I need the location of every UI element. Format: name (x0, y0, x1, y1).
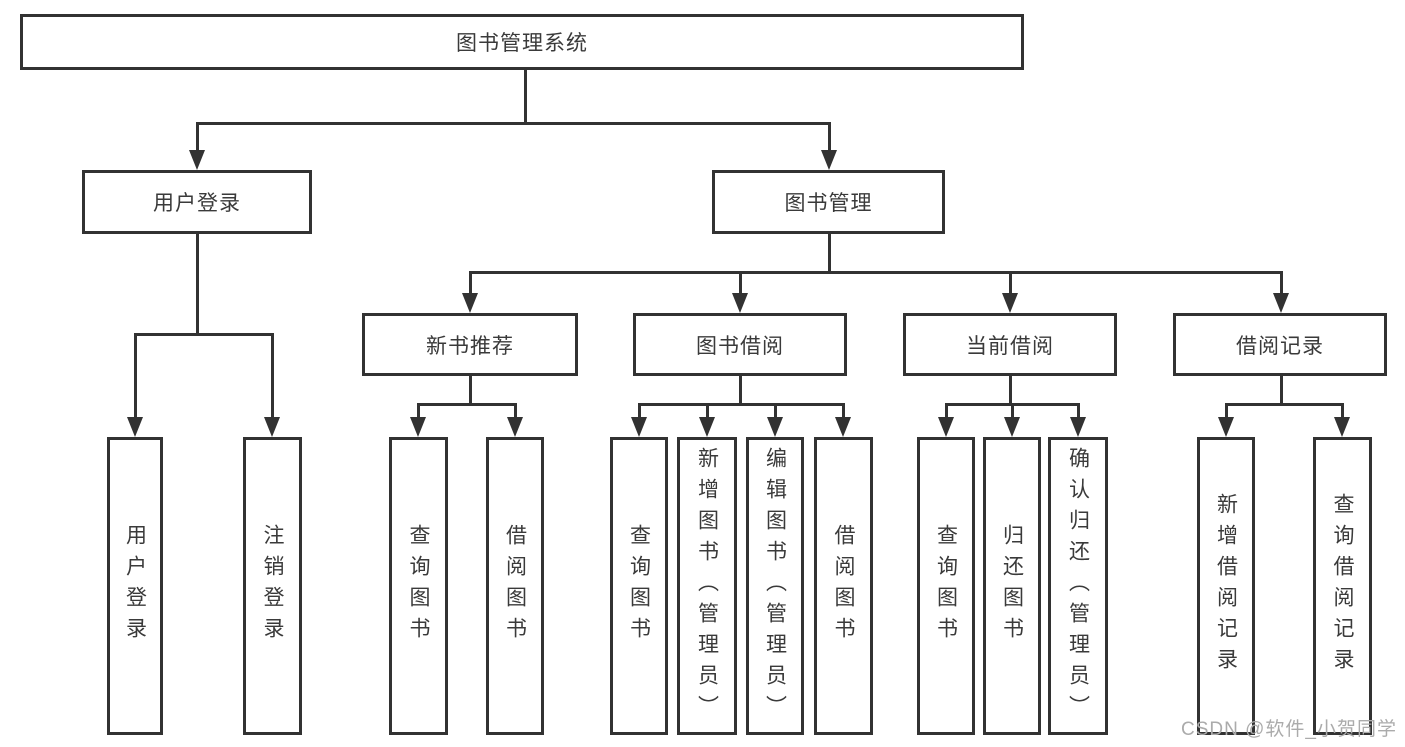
leaf-current-query-book: 查询图书 (917, 437, 975, 735)
leaf-current-return-book: 归还图书 (983, 437, 1041, 735)
leaf-user-login: 用户登录 (107, 437, 163, 735)
connector-line (196, 234, 199, 336)
connector-line (739, 271, 742, 295)
node-book-management-label: 图书管理 (784, 192, 873, 215)
arrow-down-icon (631, 417, 647, 437)
node-borrow-records-label: 借阅记录 (1236, 334, 1324, 358)
arrow-down-icon (127, 417, 143, 437)
leaf-borrowing-edit-book-admin-label: 编辑图书（管理员） (763, 446, 787, 726)
connector-line (828, 122, 831, 152)
arrow-down-icon (264, 417, 280, 437)
connector-line (1280, 271, 1283, 295)
node-root: 图书管理系统 (20, 14, 1024, 70)
connector-line (1225, 403, 1228, 419)
leaf-records-add-record-label: 新增借阅记录 (1214, 493, 1238, 679)
node-book-borrowing-label: 图书借阅 (696, 334, 784, 358)
arrow-down-icon (189, 150, 205, 170)
csdn-watermark: CSDN @软件_小贺同学 (1181, 719, 1397, 740)
connector-line (638, 403, 641, 419)
arrow-down-icon (1218, 417, 1234, 437)
connector-line (945, 403, 948, 419)
leaf-current-query-book-label: 查询图书 (934, 524, 958, 648)
arrow-down-icon (732, 293, 748, 313)
leaf-records-add-record: 新增借阅记录 (1197, 437, 1255, 735)
arrow-down-icon (938, 417, 954, 437)
connector-line (271, 333, 274, 419)
leaf-current-return-book-label: 归还图书 (1000, 524, 1024, 648)
connector-line (842, 403, 845, 419)
arrow-down-icon (1334, 417, 1350, 437)
connector-line (417, 403, 517, 406)
leaf-logout-label: 注销登录 (261, 524, 284, 648)
leaf-user-login-label: 用户登录 (123, 524, 147, 648)
arrow-down-icon (835, 417, 851, 437)
connector-line (514, 403, 517, 419)
arrow-down-icon (1004, 417, 1020, 437)
connector-line (1280, 376, 1283, 406)
connector-line (1341, 403, 1344, 419)
node-new-book-recommend-label: 新书推荐 (426, 334, 514, 358)
arrow-down-icon (1070, 417, 1086, 437)
leaf-recommend-borrow-book: 借阅图书 (486, 437, 544, 735)
leaf-recommend-query-book-label: 查询图书 (407, 524, 430, 648)
node-root-label: 图书管理系统 (456, 32, 588, 55)
leaf-records-query-record-label: 查询借阅记录 (1331, 493, 1354, 679)
connector-line (1225, 403, 1343, 406)
connector-line (469, 271, 1283, 274)
node-book-borrowing: 图书借阅 (633, 313, 847, 376)
leaf-recommend-query-book: 查询图书 (389, 437, 448, 735)
arrow-down-icon (821, 150, 837, 170)
connector-line (469, 271, 472, 295)
leaf-borrowing-borrow-book-label: 借阅图书 (832, 524, 855, 648)
leaf-recommend-borrow-book-label: 借阅图书 (503, 524, 527, 648)
leaf-borrowing-borrow-book: 借阅图书 (814, 437, 873, 735)
connector-line (739, 376, 742, 406)
connector-line (524, 69, 527, 125)
arrow-down-icon (699, 417, 715, 437)
leaf-borrowing-query-book: 查询图书 (610, 437, 668, 735)
connector-line (469, 376, 472, 406)
connector-line (1009, 271, 1012, 295)
connector-line (1011, 403, 1014, 419)
connector-line (638, 403, 844, 406)
connector-line (1077, 403, 1080, 419)
connector-line (828, 234, 831, 274)
arrow-down-icon (462, 293, 478, 313)
connector-line (774, 403, 777, 419)
node-user-login: 用户登录 (82, 170, 312, 234)
connector-line (196, 122, 199, 152)
arrow-down-icon (1002, 293, 1018, 313)
connector-line (706, 403, 709, 419)
leaf-borrowing-query-book-label: 查询图书 (627, 524, 651, 648)
node-book-management: 图书管理 (712, 170, 945, 234)
arrow-down-icon (410, 417, 426, 437)
leaf-borrowing-edit-book-admin: 编辑图书（管理员） (746, 437, 804, 735)
node-current-borrowing: 当前借阅 (903, 313, 1117, 376)
leaf-logout: 注销登录 (243, 437, 302, 735)
node-borrow-records: 借阅记录 (1173, 313, 1387, 376)
connector-line (134, 333, 137, 419)
node-new-book-recommend: 新书推荐 (362, 313, 578, 376)
connector-line (196, 122, 830, 125)
connector-line (134, 333, 274, 336)
leaf-current-confirm-return-admin-label: 确认归还（管理员） (1066, 446, 1090, 726)
connector-line (1009, 376, 1012, 406)
node-user-login-label: 用户登录 (153, 192, 241, 215)
arrow-down-icon (507, 417, 523, 437)
leaf-records-query-record: 查询借阅记录 (1313, 437, 1372, 735)
leaf-borrowing-add-book-admin-label: 新增图书（管理员） (695, 446, 719, 726)
arrow-down-icon (767, 417, 783, 437)
leaf-borrowing-add-book-admin: 新增图书（管理员） (677, 437, 737, 735)
arrow-down-icon (1273, 293, 1289, 313)
connector-line (417, 403, 420, 419)
leaf-current-confirm-return-admin: 确认归还（管理员） (1048, 437, 1108, 735)
node-current-borrowing-label: 当前借阅 (966, 334, 1054, 358)
